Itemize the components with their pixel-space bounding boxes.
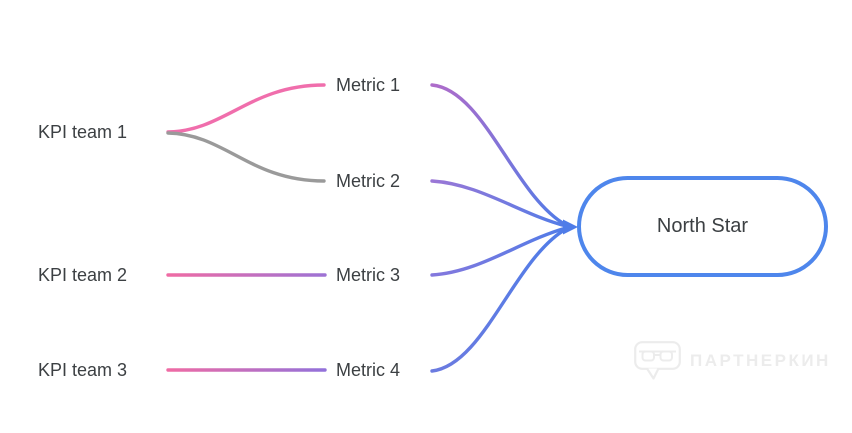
watermark-label: ПАРТНЕРКИН xyxy=(690,351,831,370)
edge-metric-2-north-star xyxy=(430,179,568,228)
node-north-star: North Star xyxy=(577,176,828,277)
node-metric-1: Metric 1 xyxy=(336,75,401,95)
edge-metric-3-north-star xyxy=(430,226,568,277)
node-kpi-team-3: KPI team 3 xyxy=(38,360,128,380)
speech-bubble-glasses-icon xyxy=(634,341,681,380)
node-kpi-team-1: KPI team 1 xyxy=(38,122,128,142)
node-metric-2: Metric 2 xyxy=(336,171,401,191)
node-metric-3: Metric 3 xyxy=(336,265,401,285)
edge-metric-4-north-star xyxy=(430,227,568,373)
node-metric-4: Metric 4 xyxy=(336,360,401,380)
edge-kpi-team-1-metric-1 xyxy=(166,83,326,134)
edge-kpi-team-1-metric-2 xyxy=(166,131,326,183)
arrowhead-icon xyxy=(563,219,578,235)
edge-metric-1-north-star xyxy=(430,83,568,227)
north-star-label: North Star xyxy=(656,215,749,237)
node-kpi-team-2: KPI team 2 xyxy=(38,265,128,285)
watermark: ПАРТНЕРКИН xyxy=(634,341,831,381)
